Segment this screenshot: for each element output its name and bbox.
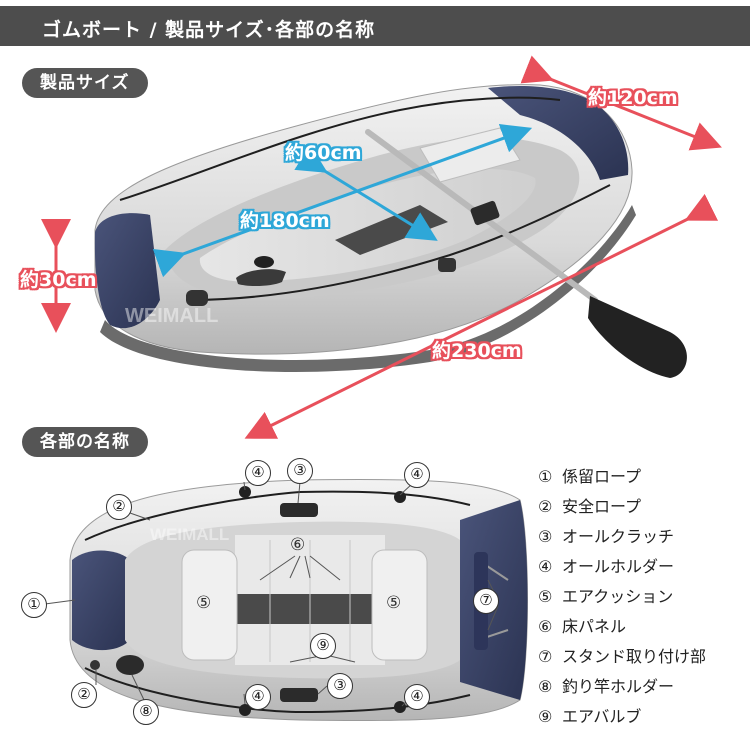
dim-arrow-inner-width <box>294 144 438 241</box>
header-bar: ゴムボート / 製品サイズ･各部の名称 <box>0 0 750 46</box>
top-boat: WEIMALL <box>94 84 687 378</box>
callout-7: ⑦ <box>473 588 499 614</box>
part-number: ⑤ <box>538 587 553 606</box>
callout-2: ② <box>71 682 97 708</box>
part-label: エアバルブ <box>562 707 642 726</box>
part-label: 釣り竿ホルダー <box>562 677 675 696</box>
dim-arrow-length <box>244 193 719 439</box>
callout-4: ④ <box>245 460 271 486</box>
part-number: ⑥ <box>538 617 553 636</box>
list-item: ② 安全ロープ <box>538 492 738 522</box>
watermark-bottom: WEIMALL <box>150 525 229 544</box>
list-item: ⑧ 釣り竿ホルダー <box>538 672 738 702</box>
list-item: ⑦ スタンド取り付け部 <box>538 642 738 672</box>
part-label: オールホルダー <box>562 557 675 576</box>
callout-6: ⑥ <box>290 535 306 555</box>
part-number: ② <box>538 497 553 516</box>
dim-width-label: 約120cm <box>588 87 678 109</box>
callout-1: ① <box>21 592 47 618</box>
list-item: ⑨ エアバルブ <box>538 702 738 732</box>
part-label: 安全ロープ <box>562 497 642 516</box>
dim-length-label: 約230cm <box>432 340 522 362</box>
part-number: ④ <box>538 557 553 576</box>
list-item: ③ オールクラッチ <box>538 522 738 552</box>
dim-inner-width-label: 約60cm <box>285 142 362 164</box>
part-label: オールクラッチ <box>562 527 675 546</box>
page-title: ゴムボート / 製品サイズ･各部の名称 <box>42 19 376 41</box>
part-number: ① <box>538 467 553 486</box>
section-size-label: 製品サイズ <box>22 68 148 98</box>
callout-5: ⑤ <box>386 593 402 613</box>
callout-3: ③ <box>287 458 313 484</box>
dim-height-label: 約30cm <box>20 269 97 291</box>
bottom-boat: WEIMALL <box>44 478 528 722</box>
callout-3: ③ <box>327 673 353 699</box>
callout-4: ④ <box>404 684 430 710</box>
watermark: WEIMALL <box>125 305 218 327</box>
callout-2: ② <box>106 494 132 520</box>
callout-4: ④ <box>404 462 430 488</box>
part-number: ⑦ <box>538 647 553 666</box>
callout-9: ⑨ <box>310 633 336 659</box>
callout-8: ⑧ <box>133 699 159 725</box>
dim-inner-length-label: 約180cm <box>240 210 330 232</box>
list-item: ① 係留ロープ <box>538 462 738 492</box>
part-label: スタンド取り付け部 <box>562 647 707 666</box>
part-label: 係留ロープ <box>562 467 642 486</box>
list-item: ⑤ エアクッション <box>538 582 738 612</box>
header-inner: ゴムボート / 製品サイズ･各部の名称 <box>18 6 732 46</box>
parts-list: ① 係留ロープ ② 安全ロープ ③ オールクラッチ ④ オールホルダー ⑤ エアクッション… <box>538 462 738 732</box>
part-number: ⑧ <box>538 677 553 696</box>
callout-4: ④ <box>245 684 271 710</box>
dim-arrow-width <box>520 55 722 151</box>
section-parts-label: 各部の名称 <box>22 427 148 457</box>
part-number: ⑨ <box>538 707 553 726</box>
list-item: ④ オールホルダー <box>538 552 738 582</box>
part-label: 床パネル <box>562 617 627 636</box>
callout-5: ⑤ <box>196 593 212 613</box>
list-item: ⑥ 床パネル <box>538 612 738 642</box>
part-label: エアクッション <box>562 587 674 606</box>
part-number: ③ <box>538 527 553 546</box>
